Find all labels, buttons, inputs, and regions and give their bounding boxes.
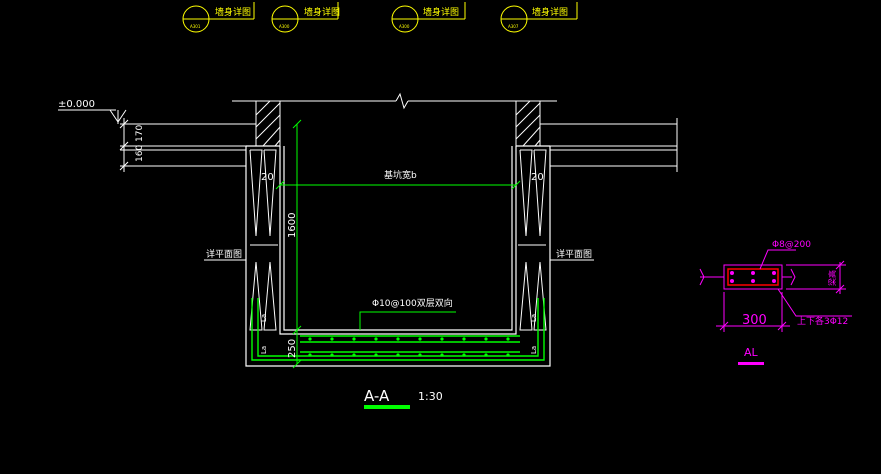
section-title: A-A 1:30 xyxy=(364,387,443,409)
right-detail-ref[interactable]: 详平面图 xyxy=(556,248,592,260)
beam-detail: Φ8@200 300 梁高 上下各3Φ12 AL xyxy=(699,240,852,365)
index-bubble-4[interactable]: 墙身详图 A307 xyxy=(500,2,578,33)
pit-outline xyxy=(245,145,551,367)
rebar-dots xyxy=(308,337,510,357)
dim-side-left: 20 xyxy=(261,172,274,183)
index-bubble-1[interactable]: 墙身详图 A301 xyxy=(182,2,255,33)
dim-side-right: 20 xyxy=(531,172,544,183)
opening-width-label: 基坑宽b xyxy=(384,169,417,181)
lap-mark-1: La xyxy=(260,314,268,322)
lap-mark-3: La xyxy=(530,314,538,322)
wall-stub-left xyxy=(255,100,281,147)
section-name: A-A xyxy=(364,387,390,405)
wall-break-left xyxy=(249,149,278,331)
ground-lines xyxy=(120,92,678,172)
dimension-lines xyxy=(275,119,521,369)
index-bubble-label: 墙身详图 xyxy=(304,6,340,18)
beam-name: AL xyxy=(744,346,759,359)
beam-main-bars: 上下各3Φ12 xyxy=(797,315,848,327)
index-bubble-2[interactable]: 墙身详图 A300 xyxy=(271,2,340,33)
section-scale: 1:30 xyxy=(418,390,443,403)
beam-width: 300 xyxy=(742,313,767,328)
index-bubble-ref: A307 xyxy=(508,24,519,29)
index-bubble-ref: A301 xyxy=(190,24,201,29)
dim-slab: 160 xyxy=(135,145,145,162)
dim-top-layer: 170 xyxy=(135,125,145,142)
beam-stirrup: Φ8@200 xyxy=(772,240,811,250)
index-bubble-ref: A300 xyxy=(279,24,290,29)
lap-mark-4: La xyxy=(530,346,538,354)
rebar-note: Φ10@100双层双向 xyxy=(372,297,453,309)
elevation-marker: ±0.000 xyxy=(58,99,127,124)
index-bubble-3[interactable]: 墙身详图 A300 xyxy=(391,2,466,33)
dim-depth: 1600 xyxy=(287,213,298,238)
wall-break-right xyxy=(518,149,547,331)
index-bubble-label: 墙身详图 xyxy=(215,6,251,18)
index-bubble-label: 墙身详图 xyxy=(532,6,568,18)
dim-bottom-slab: 250 xyxy=(287,339,298,358)
elevation-label: ±0.000 xyxy=(58,99,95,110)
index-bubble-ref: A300 xyxy=(399,24,410,29)
left-dimension-stack xyxy=(119,118,129,172)
index-bubble-label: 墙身详图 xyxy=(423,6,459,18)
left-detail-ref[interactable]: 详平面图 xyxy=(206,248,242,260)
beam-height-label: 梁高 xyxy=(827,270,837,286)
lap-mark-2: La xyxy=(260,346,268,354)
wall-stub-right xyxy=(515,100,541,147)
